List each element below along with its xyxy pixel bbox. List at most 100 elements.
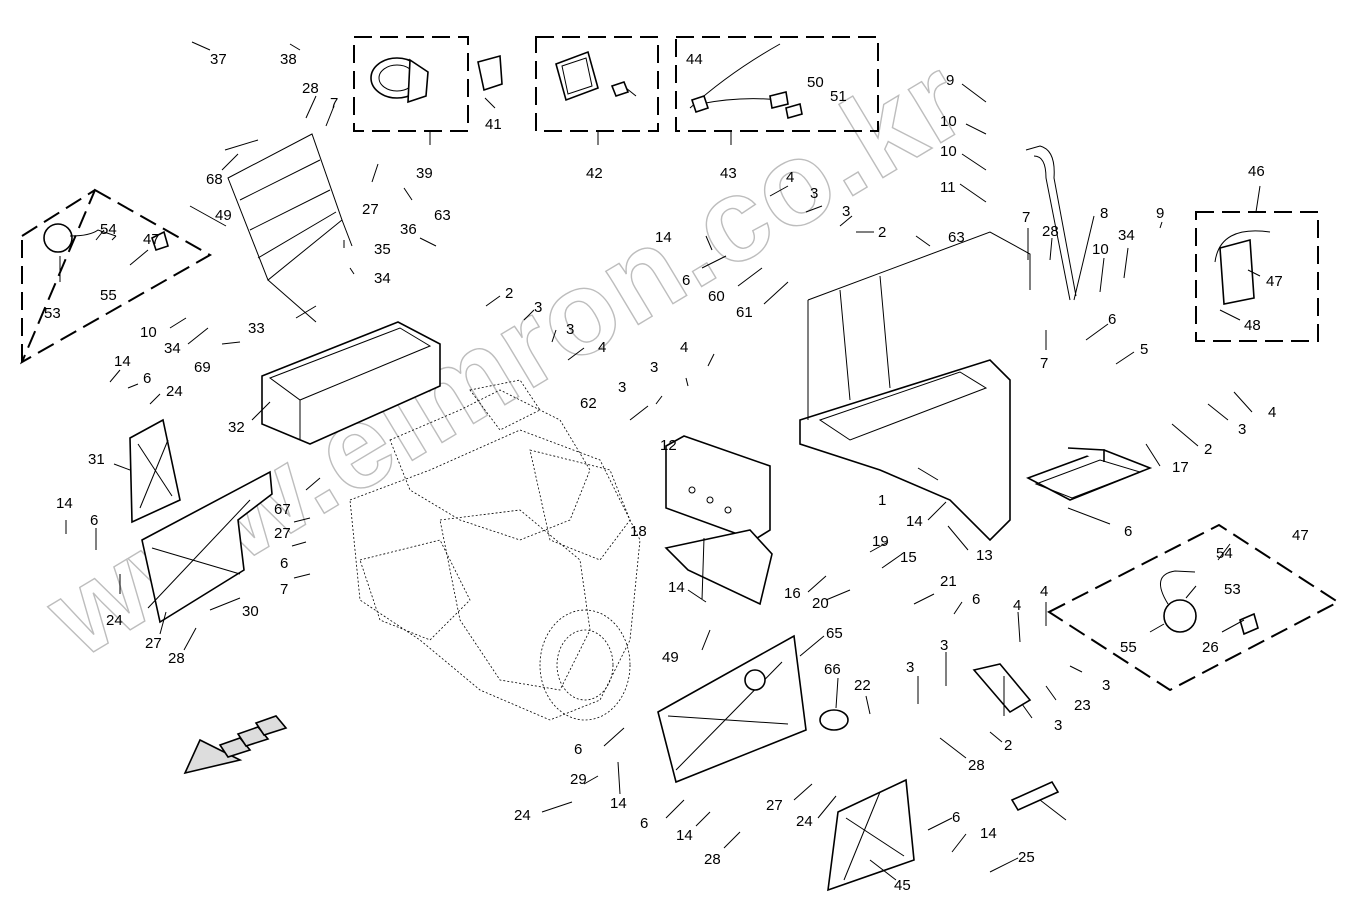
callout-67: 67 xyxy=(274,501,291,518)
callout-6: 6 xyxy=(280,555,288,572)
callout-14: 14 xyxy=(114,353,131,370)
callout-31: 31 xyxy=(88,451,105,468)
callout-6: 6 xyxy=(90,512,98,529)
callout-18: 19 xyxy=(872,533,889,550)
callout-3: 2 xyxy=(1204,441,1212,458)
callout-3: 3 xyxy=(810,185,818,202)
callout-54: 53 xyxy=(1224,581,1241,598)
callout-63: 63 xyxy=(434,207,451,224)
callout-39: 39 xyxy=(416,165,433,182)
callout-9: 9 xyxy=(1156,205,1164,222)
callout-28: 6 xyxy=(574,741,582,758)
callout-60: 60 xyxy=(708,288,725,305)
callout-14: 24 xyxy=(514,807,531,824)
callout-36: 36 xyxy=(400,221,417,238)
callout-3: 3 xyxy=(534,299,542,316)
left-fender-30 xyxy=(141,470,273,624)
callout-6: 6 xyxy=(682,272,690,289)
callout-3: 3 xyxy=(618,379,626,396)
callout-35: 35 xyxy=(374,241,391,258)
panel-26 xyxy=(657,634,807,784)
callout-4: 4 xyxy=(680,339,688,356)
callout-47: 47 xyxy=(1266,273,1283,290)
callout-6: 6 xyxy=(1108,311,1116,328)
callout-6: 6 xyxy=(143,370,151,387)
callout-53: 55 xyxy=(1120,639,1137,656)
callout-27: 27 xyxy=(362,201,379,218)
callout-47: 54 xyxy=(1216,545,1233,562)
callout-10: 10 xyxy=(1092,241,1109,258)
callout-49: 47 xyxy=(1292,527,1309,544)
callout-63: 63 xyxy=(948,229,965,246)
callout-8: 8 xyxy=(1100,205,1108,222)
callout-33: 33 xyxy=(248,320,265,337)
callout-22: 3 xyxy=(906,659,914,676)
callout-27: 27 xyxy=(274,525,291,542)
bracket-23 xyxy=(972,663,1032,716)
callout-49: 49 xyxy=(215,207,232,224)
callout-17: 1 xyxy=(878,492,886,509)
callout-11: 11 xyxy=(940,179,956,196)
step-1 xyxy=(1026,447,1153,501)
callout-62: 62 xyxy=(580,395,597,412)
callout-61: 61 xyxy=(736,304,753,321)
callout-27: 24 xyxy=(796,813,813,830)
callout-37: 37 xyxy=(210,51,227,68)
left-ladder xyxy=(224,133,353,323)
bracket-13 xyxy=(664,529,773,606)
callout-34: 34 xyxy=(1118,227,1135,244)
callout-3: 3 xyxy=(842,203,850,220)
kit-box-43 xyxy=(675,36,879,132)
callout-43: 43 xyxy=(720,165,737,182)
part-number-callouts: 37 38 28 7 41 39 42 44 50 51 43 68 27 63… xyxy=(44,51,1309,894)
callout-68: 68 xyxy=(206,171,223,188)
callout-28: 28 xyxy=(1042,223,1059,240)
callout-6: 29 xyxy=(570,771,587,788)
callout-28: 28 xyxy=(168,650,185,667)
callout-48: 48 xyxy=(1244,317,1261,334)
bracket-12 xyxy=(665,435,771,541)
callout-27: 27 xyxy=(145,635,162,652)
leader-lines xyxy=(59,41,1261,881)
callout-55: 26 xyxy=(1202,639,1219,656)
forward-arrow xyxy=(183,715,288,775)
callout-32: 32 xyxy=(228,419,245,436)
callout-24: 24 xyxy=(106,612,123,629)
callout-4: 4 xyxy=(786,169,794,186)
callout-4: 3 xyxy=(1102,677,1110,694)
handrail-8 xyxy=(1025,145,1077,301)
callout-10: 10 xyxy=(940,143,957,160)
bar-45 xyxy=(1010,780,1060,812)
callout-41: 41 xyxy=(485,116,502,133)
callout-3: 3 xyxy=(1238,421,1246,438)
callout-2: 28 xyxy=(968,757,985,774)
kit-box-49-left xyxy=(19,188,213,365)
callout-14: 13 xyxy=(976,547,993,564)
callout-4: 4 xyxy=(1040,583,1048,600)
callout-9: 9 xyxy=(946,72,954,89)
callout-4: 4 xyxy=(598,339,606,356)
callout-24: 24 xyxy=(166,383,183,400)
callout-51: 51 xyxy=(830,88,847,105)
callout-34: 34 xyxy=(374,270,391,287)
callout-21: 6 xyxy=(972,591,980,608)
callout-50: 50 xyxy=(807,74,824,91)
callout-69: 69 xyxy=(194,359,211,376)
callout-3: 3 xyxy=(940,637,948,654)
tractor-chassis xyxy=(349,379,641,721)
kit-box-39 xyxy=(353,36,503,132)
callout-3: 3 xyxy=(566,321,574,338)
kit-box-46 xyxy=(1195,211,1319,342)
left-guard-31 xyxy=(129,418,181,524)
callout-26: 65 xyxy=(826,625,843,642)
callout-29: 14 xyxy=(610,795,627,812)
callout-19: 15 xyxy=(900,549,917,566)
cap-65 xyxy=(819,709,849,731)
callout-6: 14 xyxy=(980,825,997,842)
callout-42: 42 xyxy=(586,165,603,182)
callout-28: 28 xyxy=(302,80,319,97)
callout-53: 53 xyxy=(44,305,61,322)
callout-6: 14 xyxy=(906,513,923,530)
callout-2: 2 xyxy=(878,224,886,241)
kit-box-42 xyxy=(535,36,659,132)
